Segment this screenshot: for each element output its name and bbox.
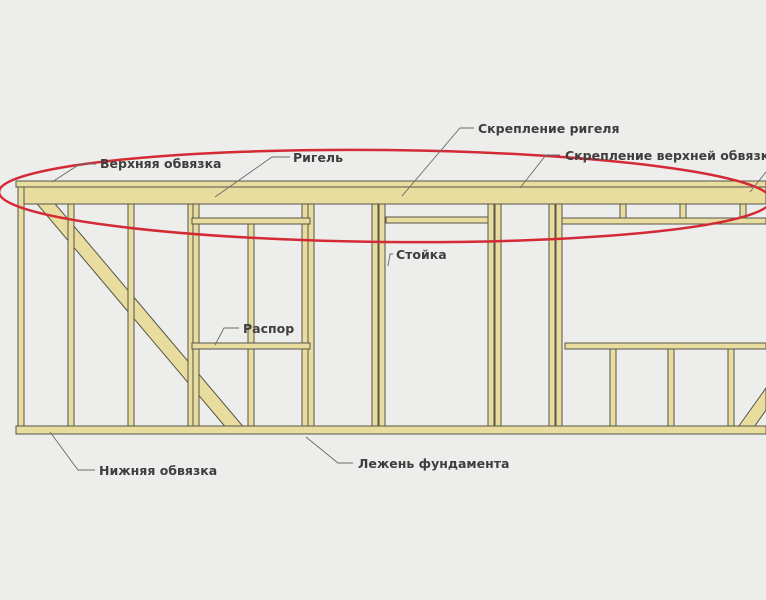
- stud: [17, 186, 25, 427]
- window-header-right: [561, 217, 766, 225]
- header-beam: [17, 186, 766, 205]
- top-plate: [15, 180, 766, 188]
- stud: [192, 203, 200, 427]
- stud: [619, 203, 627, 219]
- leader-bottom-plate: [49, 431, 95, 471]
- label-top-plate: Верхняя обвязка: [100, 156, 222, 171]
- leader-top-plate: [51, 163, 96, 183]
- stud: [555, 203, 563, 427]
- stud: [679, 203, 687, 219]
- diagonal-brace-right: [735, 387, 766, 431]
- highlight-ellipse: [0, 148, 766, 244]
- label-spacer: Распор: [243, 321, 295, 336]
- stud: [307, 203, 315, 427]
- label-stud: Стойка: [396, 247, 447, 262]
- stud: [67, 203, 75, 427]
- stud: [378, 203, 386, 427]
- stud: [548, 203, 556, 427]
- label-foundation-sill: Лежень фундамента: [358, 456, 510, 471]
- stud: [247, 348, 255, 427]
- leader-foundation-sill: [305, 436, 353, 464]
- stud: [127, 203, 135, 427]
- leader-spacer: [214, 327, 239, 346]
- stud: [371, 203, 379, 427]
- label-header: Ригель: [293, 150, 343, 165]
- bottom-plate: [15, 425, 766, 435]
- stud: [727, 348, 735, 427]
- label-header-fastening: Скрепление ригеля: [478, 121, 620, 136]
- leader-header: [214, 156, 290, 198]
- stud: [487, 203, 495, 427]
- leader-stud: [387, 253, 393, 267]
- stud: [667, 348, 675, 427]
- stud: [609, 348, 617, 427]
- label-top-plate-fastening: Скрепление верхней обвязки: [565, 148, 766, 163]
- leader-right-header: [749, 171, 766, 193]
- leader-top-plate-fastening: [519, 154, 560, 189]
- window-header-left: [191, 217, 311, 225]
- stud: [494, 203, 502, 427]
- window-sill-right: [564, 342, 766, 350]
- label-bottom-plate: Нижняя обвязка: [99, 463, 218, 478]
- spacer-left: [191, 342, 311, 350]
- leader-header-fastening: [401, 127, 474, 197]
- stud: [301, 203, 309, 427]
- door-header: [385, 216, 489, 224]
